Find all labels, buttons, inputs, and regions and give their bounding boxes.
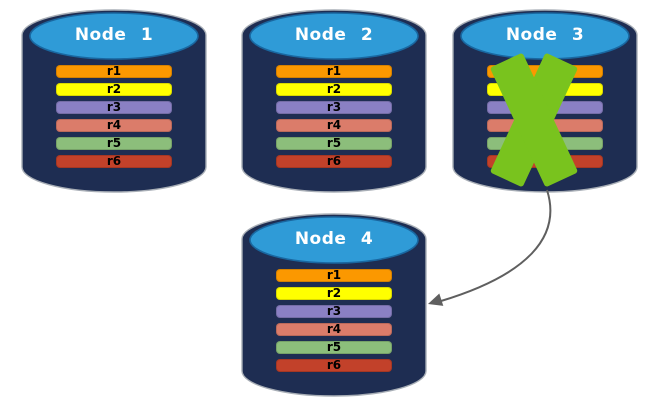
record-list: r1 r2 r3 r4 r5 r6 — [56, 65, 172, 173]
record-bar: r3 — [276, 305, 392, 318]
record-bar: r5 — [276, 341, 392, 354]
node-title: Node 2 — [294, 25, 374, 45]
record-bar: r6 — [56, 155, 172, 168]
record-bar: r3 — [56, 101, 172, 114]
record-bar: r2 — [56, 83, 172, 96]
record-bar: r4 — [56, 119, 172, 132]
record-bar: r1 — [276, 65, 392, 78]
record-bar: r4 — [487, 119, 603, 132]
record-bar: r6 — [276, 359, 392, 372]
record-bar: r1 — [276, 269, 392, 282]
record-bar: r2 — [276, 287, 392, 300]
node-2: Node 2 r1 r2 r3 r4 r5 r6 — [240, 8, 428, 194]
record-bar: r2 — [276, 83, 392, 96]
record-bar: r2 — [487, 83, 603, 96]
record-list: r1 r2 r3 r4 r5 r6 — [487, 65, 603, 173]
record-bar: r4 — [276, 323, 392, 336]
record-bar: r5 — [487, 137, 603, 150]
record-bar: r3 — [487, 101, 603, 114]
node-title: Node 1 — [74, 25, 154, 45]
record-bar: r1 — [56, 65, 172, 78]
node-1: Node 1 r1 r2 r3 r4 r5 r6 — [20, 8, 208, 194]
record-list: r1 r2 r3 r4 r5 r6 — [276, 65, 392, 173]
record-bar: r1 — [487, 65, 603, 78]
node-title: Node 3 — [505, 25, 585, 45]
record-list: r1 r2 r3 r4 r5 r6 — [276, 269, 392, 377]
record-bar: r6 — [276, 155, 392, 168]
record-bar: r5 — [56, 137, 172, 150]
record-bar: r5 — [276, 137, 392, 150]
node-4: Node 4 r1 r2 r3 r4 r5 r6 — [240, 212, 428, 398]
node-title: Node 4 — [294, 229, 374, 249]
record-bar: r6 — [487, 155, 603, 168]
node-3: Node 3 r1 r2 r3 r4 r5 r6 — [451, 8, 639, 194]
record-bar: r3 — [276, 101, 392, 114]
record-bar: r4 — [276, 119, 392, 132]
